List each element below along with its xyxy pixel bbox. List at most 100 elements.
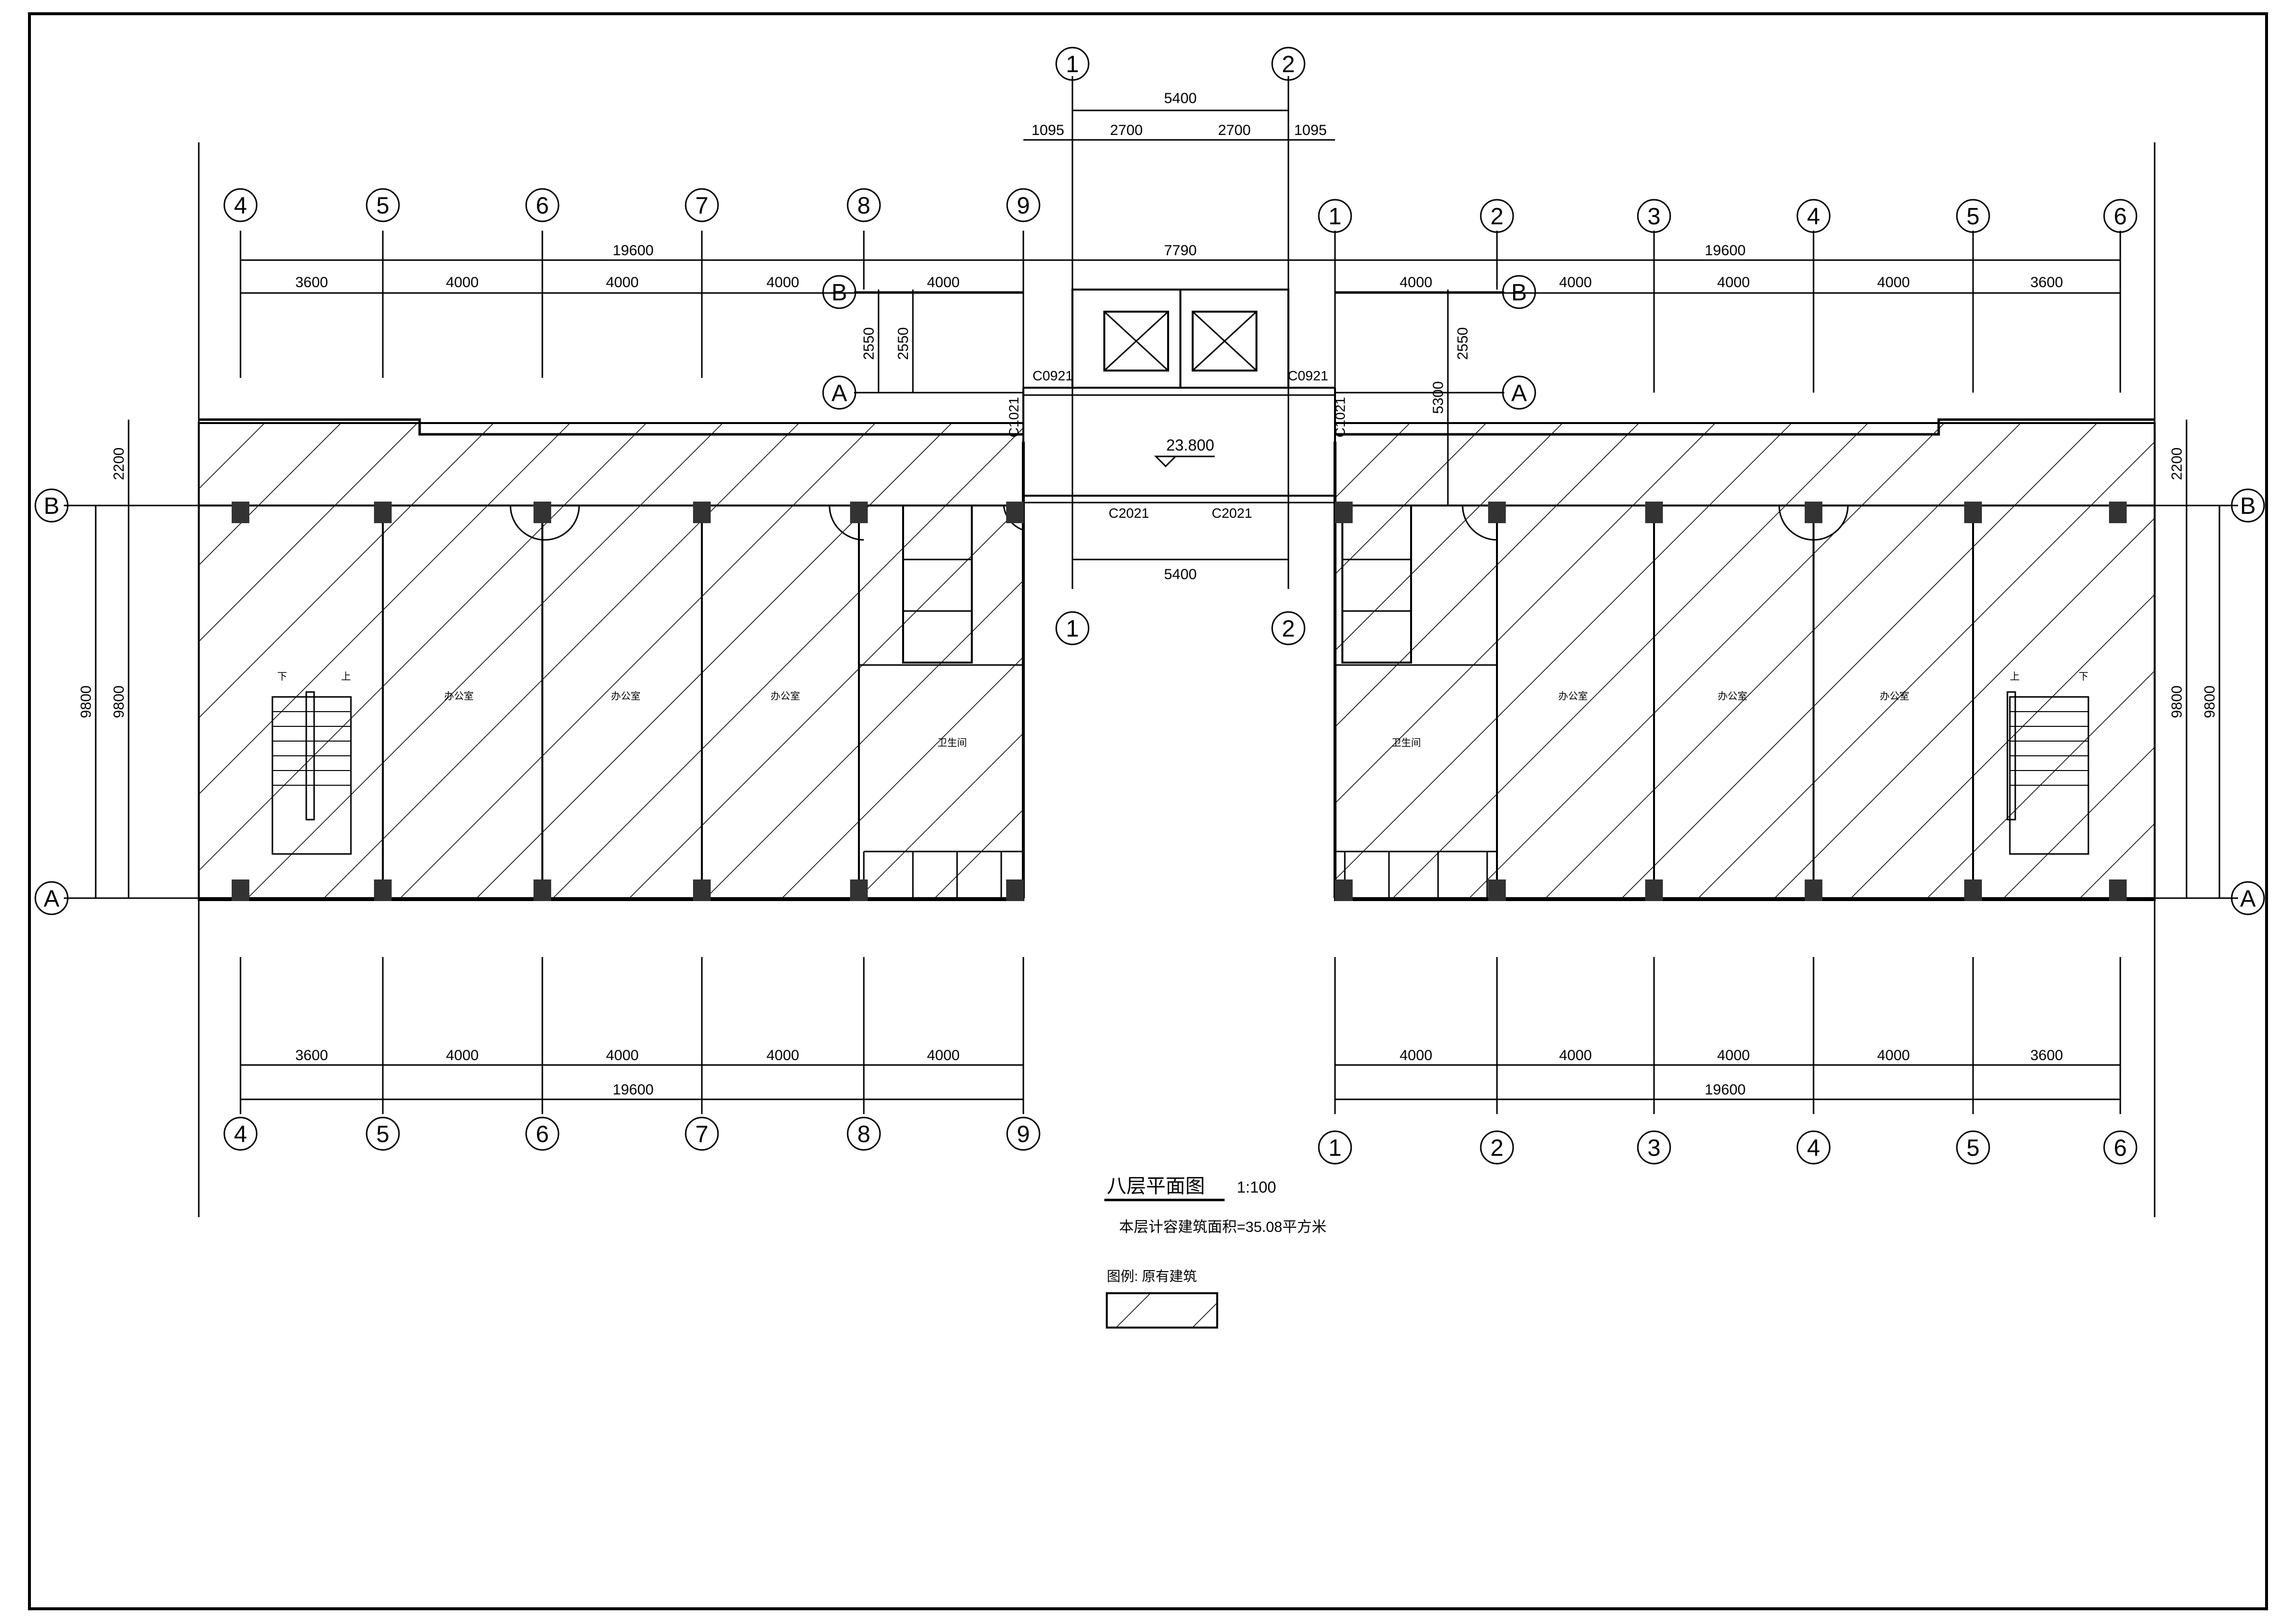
axis-bubbles: 4 5 6 7 8 9 1 2 3 4 5 6 4 5 6 7 8 9 1 2 … xyxy=(34,47,2265,1165)
stair-label: 上 xyxy=(2010,671,2020,682)
svg-text:2: 2 xyxy=(1282,52,1295,78)
window-tag: C2021 xyxy=(1212,506,1253,521)
left-bottom-bay: 4000 xyxy=(927,1047,960,1064)
axis-bubble: 7 xyxy=(685,1117,719,1151)
svg-text:2: 2 xyxy=(1282,616,1295,642)
left-bottom-bay: 4000 xyxy=(606,1047,639,1064)
axis-bubble: 5 xyxy=(1956,1130,1990,1165)
left-wing-hatch xyxy=(198,422,1024,901)
axis-bubble: 6 xyxy=(525,188,560,222)
svg-text:1: 1 xyxy=(1329,204,1342,230)
svg-text:B: B xyxy=(1511,280,1527,306)
room-labels: 办公室 办公室 办公室 卫生间 卫生间 办公室 办公室 办公室 下 上 上 下 xyxy=(277,671,2088,748)
svg-text:A: A xyxy=(44,886,59,912)
left-bay-dim: 4000 xyxy=(606,274,639,291)
svg-text:B: B xyxy=(831,280,847,306)
axis-bubble: 2 xyxy=(1271,47,1306,81)
legend-swatch xyxy=(1106,1292,1218,1329)
room-label: 办公室 xyxy=(611,691,641,702)
svg-text:B: B xyxy=(2240,493,2256,519)
dimension-lines xyxy=(95,109,2220,1100)
svg-text:A: A xyxy=(831,380,847,406)
drawing-title-block: 八层平面图 1:100 本层计容建筑面积=35.08平方米 图例: 原有建筑 xyxy=(1104,1175,1327,1329)
row-span-dim: 9800 xyxy=(78,686,94,719)
dimension-text: 19600 7790 19600 3600 4000 4000 4000 400… xyxy=(78,90,2218,1098)
svg-text:8: 8 xyxy=(857,1121,871,1147)
link-sub-dim: 1095 xyxy=(1032,122,1065,138)
right-bay-dim: 4000 xyxy=(1559,274,1592,291)
right-bottom-bay: 4000 xyxy=(1559,1047,1592,1064)
link-bottom-dim: 5400 xyxy=(1164,566,1197,583)
svg-text:7: 7 xyxy=(695,193,709,219)
svg-text:9: 9 xyxy=(1017,1121,1030,1147)
link-span-dim: 5400 xyxy=(1164,90,1197,106)
axis-bubble: 8 xyxy=(847,1117,881,1151)
svg-text:4: 4 xyxy=(1807,204,1820,230)
right-wing-hatch xyxy=(1334,422,2156,901)
axis-bubble: 6 xyxy=(2103,199,2137,233)
axis-bubble: 1 xyxy=(1055,47,1090,81)
axis-bubble: B xyxy=(34,488,69,523)
axis-bubble: 9 xyxy=(1006,188,1041,222)
room-label: 卫生间 xyxy=(1391,737,1421,748)
svg-text:3: 3 xyxy=(1648,1135,1661,1161)
svg-text:1: 1 xyxy=(1066,616,1079,642)
axis-bubble: B xyxy=(2231,488,2265,523)
reference-lines xyxy=(64,76,2238,1217)
axis-bubble: 3 xyxy=(1637,199,1671,233)
axis-bubble: 1 xyxy=(1318,1130,1352,1165)
left-bottom-total: 19600 xyxy=(613,1082,653,1098)
area-note: 本层计容建筑面积=35.08平方米 xyxy=(1119,1219,1327,1235)
room-label: 办公室 xyxy=(771,691,800,702)
room-label: 卫生间 xyxy=(937,737,967,748)
axis-bubble: 3 xyxy=(1637,1130,1671,1165)
left-bay-dim: 3600 xyxy=(295,274,328,291)
drawing-scale: 1:100 xyxy=(1237,1178,1276,1196)
canopy-dim: 2200 xyxy=(2169,448,2185,480)
axis-bubble: 2 xyxy=(1480,199,1514,233)
room-label: 办公室 xyxy=(1718,691,1747,702)
svg-text:1: 1 xyxy=(1329,1135,1342,1161)
svg-text:6: 6 xyxy=(2114,1135,2127,1161)
right-bottom-total: 19600 xyxy=(1705,1082,1745,1098)
axis-bubble: A xyxy=(34,881,69,915)
svg-text:5: 5 xyxy=(1967,204,1980,230)
drawing-title: 八层平面图 xyxy=(1107,1175,1205,1197)
stair-label: 下 xyxy=(277,671,287,682)
link-depth-dim: 2550 xyxy=(895,327,911,360)
window-tags: C0921 C0921 C1021 C1021 C2021 C2021 xyxy=(1006,368,1348,521)
row-span-dim: 9800 xyxy=(2169,686,2185,719)
window-tag: C1021 xyxy=(1006,397,1021,438)
link-sub-dim: 2700 xyxy=(1218,122,1251,138)
axis-bubble: 8 xyxy=(847,188,881,222)
svg-text:1: 1 xyxy=(1066,52,1079,78)
structural-columns xyxy=(232,502,2127,901)
stair-label: 上 xyxy=(341,671,351,682)
window-tag: C0921 xyxy=(1288,368,1329,383)
right-bottom-bay: 4000 xyxy=(1877,1047,1910,1064)
left-bottom-bay: 4000 xyxy=(767,1047,800,1064)
svg-text:A: A xyxy=(1511,380,1527,406)
svg-text:7: 7 xyxy=(695,1121,709,1147)
elevation-marker: 23.800 xyxy=(1154,436,1215,468)
link-gap-dim: 7790 xyxy=(1164,242,1197,259)
svg-text:8: 8 xyxy=(857,193,871,219)
elevation-text: 23.800 xyxy=(1166,436,1214,454)
axis-bubble: 5 xyxy=(1956,199,1990,233)
right-bay-dim: 4000 xyxy=(1877,274,1910,291)
axis-bubble: 2 xyxy=(1271,611,1306,645)
row-span-dim: 9800 xyxy=(111,686,127,719)
axis-bubble: B xyxy=(1502,275,1536,309)
svg-text:2: 2 xyxy=(1491,204,1504,230)
left-bay-dim: 4000 xyxy=(927,274,960,291)
axis-bubble: 5 xyxy=(366,188,400,222)
canopy-dim: 2200 xyxy=(111,448,127,480)
axis-bubble: 1 xyxy=(1318,199,1352,233)
link-sub-dim: 1095 xyxy=(1294,122,1327,138)
left-bay-dim: 4000 xyxy=(446,274,479,291)
right-bottom-bay: 4000 xyxy=(1400,1047,1433,1064)
window-tag: C0921 xyxy=(1033,368,1073,383)
svg-text:4: 4 xyxy=(1807,1135,1820,1161)
axis-bubble: A xyxy=(1502,375,1536,410)
